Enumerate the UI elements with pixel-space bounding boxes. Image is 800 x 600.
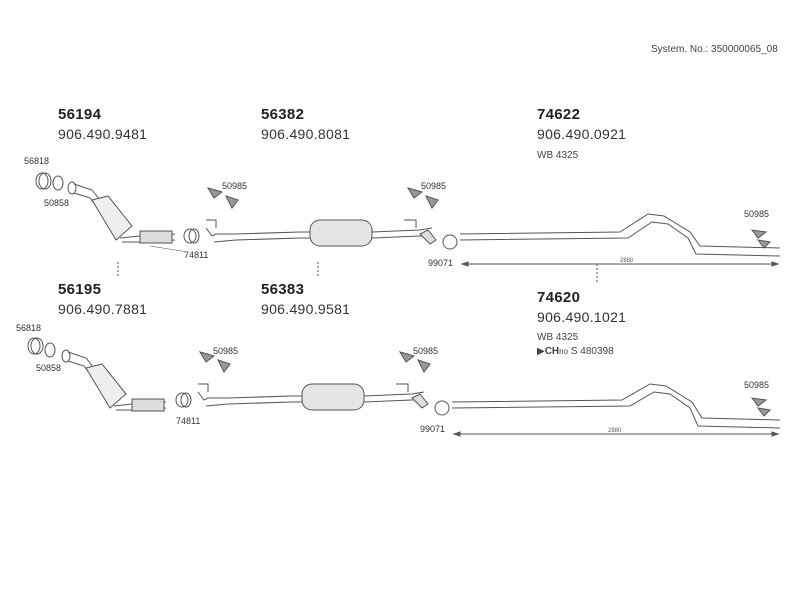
callout-gasket-50858-upper: 50858 (44, 198, 70, 208)
clamp-ring-icon (188, 228, 200, 244)
callout-gasket-50858-lower: 50858 (36, 363, 62, 373)
leader-line (149, 245, 189, 253)
middle-pipe-inlet (197, 391, 304, 407)
clamp-ring-icon (434, 400, 450, 416)
hanger-bracket-icon (198, 383, 409, 392)
clamp-ring-icon (38, 172, 52, 190)
middle-muffler (309, 219, 373, 247)
rubber-hanger-icon (198, 351, 231, 373)
flange-icon (61, 349, 71, 363)
dimension-length-upper: 2880 (620, 258, 634, 264)
dimension-arrowheads (460, 261, 780, 267)
callout-clamp-56818-upper: 56818 (24, 156, 50, 166)
part-number-middle-upper: 56382 (261, 106, 305, 123)
flange-icon (67, 181, 77, 195)
outlet-flange (419, 229, 437, 245)
middle-section-lower (197, 351, 431, 411)
catalytic-converter-body (91, 195, 133, 241)
dimension-length-lower: 2880 (608, 428, 622, 434)
rubber-hanger-icon (750, 397, 772, 417)
callout-clamp-74811-upper: 74811 (184, 250, 209, 260)
callout-hanger-50985-upper-b: 50985 (421, 181, 447, 191)
part-number-rear-upper: 74622 (537, 106, 581, 123)
wheelbase-label-upper: WB 4325 (537, 150, 579, 161)
part-number-middle-lower: 56383 (261, 281, 305, 298)
rubber-hanger-icon (750, 229, 772, 249)
gasket-ring-icon (44, 342, 56, 358)
chassis-ch-label: CH (544, 346, 560, 357)
dimension-arrowheads (452, 431, 780, 437)
chassis-no-suffix: no (559, 347, 569, 356)
chassis-number-value: S 480398 (570, 346, 614, 357)
callout-hanger-50985-lower-b: 50985 (413, 346, 439, 356)
callout-clamp-74811-lower: 74811 (176, 416, 201, 426)
callout-clamp-56818-lower: 56818 (16, 323, 42, 333)
part-number-front-upper: 56194 (58, 106, 102, 123)
catalytic-converter-body (85, 363, 127, 409)
flex-bellows (131, 398, 165, 412)
front-section-lower (27, 337, 192, 412)
rubber-hanger-icon (406, 187, 439, 209)
middle-pipe-inlet (205, 227, 312, 243)
reference-front-lower: 906.490.7881 (58, 301, 148, 317)
rear-section-lower (434, 383, 781, 437)
callout-clamp-99071-lower: 99071 (420, 424, 446, 434)
rubber-hanger-icon (206, 187, 239, 209)
callout-clamp-99071-upper: 99071 (428, 258, 454, 268)
callout-hanger-50985-upper-c: 50985 (744, 209, 770, 219)
middle-muffler (301, 383, 365, 411)
callout-hanger-50985-upper-a: 50985 (222, 181, 248, 191)
clamp-ring-icon (180, 392, 192, 408)
reference-front-upper: 906.490.9481 (58, 126, 148, 142)
callout-hanger-50985-lower-c: 50985 (744, 380, 770, 390)
reference-rear-lower: 906.490.1021 (537, 309, 627, 325)
callout-hanger-50985-lower-a: 50985 (213, 346, 239, 356)
hanger-bracket-icon (206, 219, 417, 228)
clamp-ring-icon (30, 337, 44, 355)
chassis-number-line: ▶CHno S 480398 (537, 346, 614, 357)
part-number-rear-lower: 74620 (537, 289, 581, 306)
clamp-ring-icon (442, 234, 458, 250)
reference-middle-upper: 906.490.8081 (261, 126, 351, 142)
part-number-front-lower: 56195 (58, 281, 102, 298)
rubber-hanger-icon (398, 351, 431, 373)
gasket-ring-icon (52, 175, 64, 191)
arrow-right-icon: ▶ (537, 346, 545, 357)
clamp-ring-icon (183, 228, 197, 244)
clamp-ring-icon (35, 172, 49, 190)
outlet-flange (411, 393, 429, 409)
wheelbase-label-lower: WB 4325 (537, 332, 579, 343)
rear-section-upper (442, 213, 781, 267)
reference-middle-lower: 906.490.9581 (261, 301, 351, 317)
front-section-upper (35, 172, 200, 253)
middle-section-upper (205, 187, 439, 247)
rear-tailpipe (459, 213, 781, 257)
clamp-ring-icon (175, 392, 189, 408)
clamp-ring-icon (27, 337, 41, 355)
rear-tailpipe (451, 383, 781, 429)
system-number: System. No.: 350000065_08 (651, 44, 778, 55)
reference-rear-upper: 906.490.0921 (537, 126, 627, 142)
flex-bellows (139, 230, 173, 244)
